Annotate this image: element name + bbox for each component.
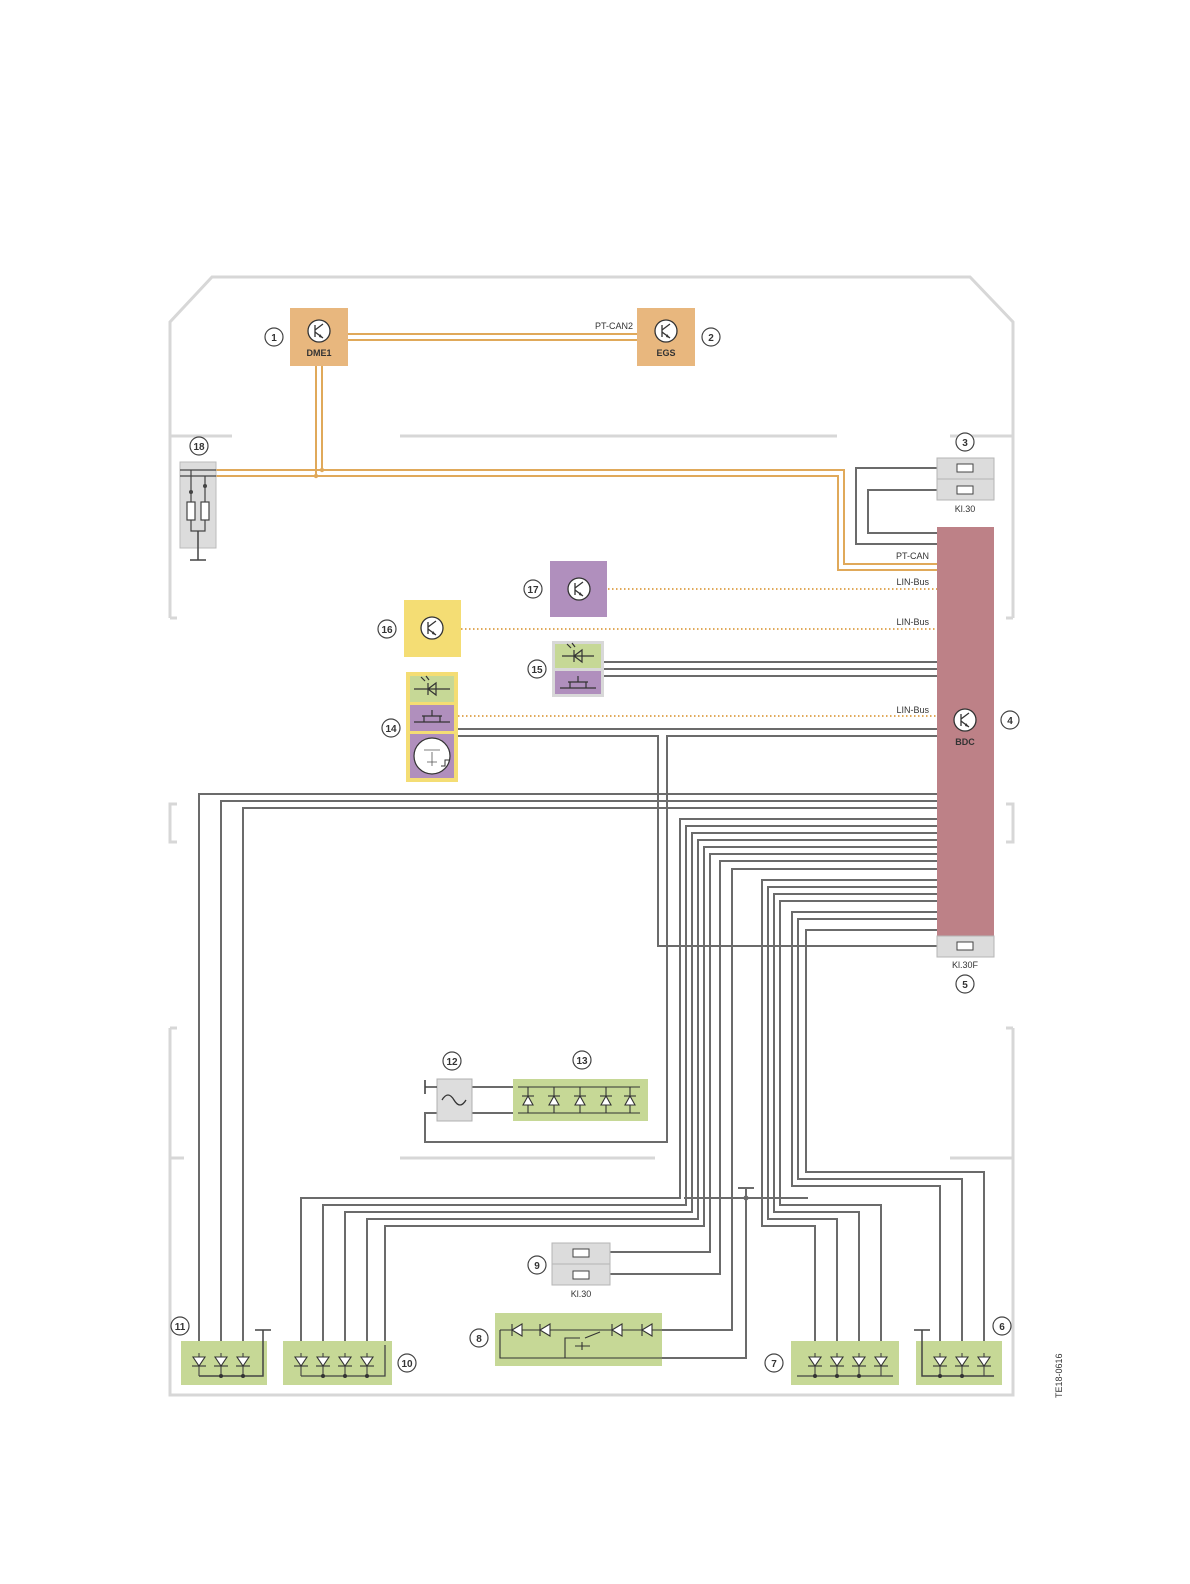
pt-can-bus [210,366,937,570]
svg-text:14: 14 [385,724,397,735]
led-group-6 [914,1330,1002,1385]
svg-text:8: 8 [476,1334,482,1345]
fuse-block-9: Kl.30 [552,1243,610,1299]
svg-text:3: 3 [962,438,968,449]
callout-2: 2 [702,328,720,346]
callout-5: 5 [956,975,974,993]
lin-module-16 [404,600,461,657]
dme-label: DME1 [306,348,331,358]
vehicle-frame [170,277,1013,1395]
svg-text:10: 10 [401,1359,413,1370]
callout-11: 11 [171,1317,189,1335]
fuse-9-label: Kl.30 [571,1289,592,1299]
callout-16: 16 [378,620,396,638]
callout-12: 12 [443,1052,461,1070]
svg-text:1: 1 [271,333,277,344]
svg-text:5: 5 [962,980,968,991]
callout-13: 13 [573,1051,591,1069]
bdc-control-unit: BDC [937,527,994,936]
svg-text:9: 9 [534,1261,540,1272]
lin-bus-label-2: LIN-Bus [896,617,929,627]
svg-text:17: 17 [527,585,539,596]
lin-bus-label-1: LIN-Bus [896,577,929,587]
callout-15: 15 [528,660,546,678]
control-panel-14 [406,672,458,782]
svg-text:13: 13 [576,1056,588,1067]
svg-text:6: 6 [999,1322,1005,1333]
pt-can2-label: PT-CAN2 [595,321,633,331]
led-switch-group-8 [495,1313,662,1366]
callout-9: 9 [528,1256,546,1274]
ground-junction [744,1196,749,1201]
inverter-12 [425,1079,472,1121]
transistor-icon [954,709,976,731]
led-group-7 [791,1341,899,1385]
svg-text:15: 15 [531,665,543,676]
pt-can-label: PT-CAN [896,551,929,561]
egs-label: EGS [656,348,675,358]
led-group-11 [181,1330,271,1385]
svg-text:7: 7 [771,1359,777,1370]
callout-18: 18 [190,437,208,455]
terminating-resistors [180,462,216,560]
callout-14: 14 [382,719,400,737]
transistor-icon [308,320,330,342]
svg-text:12: 12 [446,1057,458,1068]
callout-10: 10 [398,1354,416,1372]
svg-text:18: 18 [193,442,205,453]
transistor-icon [568,578,590,600]
callout-7: 7 [765,1354,783,1372]
lin-module-17 [550,561,607,617]
figure-id: TE18-0616 [1054,1353,1064,1398]
pt-can2-bus [348,334,637,340]
led-strip-13 [513,1079,648,1121]
switch-with-led-15 [552,641,604,697]
transistor-icon [655,320,677,342]
egs-control-unit: EGS [637,308,695,366]
svg-text:2: 2 [708,333,714,344]
led-group-10 [283,1341,392,1385]
svg-text:11: 11 [175,1322,186,1333]
transistor-icon [421,617,443,639]
fuse-kl30f: Kl.30F [937,936,994,970]
bdc-label: BDC [955,737,975,747]
callout-8: 8 [470,1329,488,1347]
svg-text:4: 4 [1007,716,1013,727]
lin-bus-label-3: LIN-Bus [896,705,929,715]
callout-17: 17 [524,580,542,598]
fuse-block-kl30: Kl.30 [937,458,994,514]
callout-1: 1 [265,328,283,346]
svg-text:16: 16 [381,625,393,636]
fuse-3-label: Kl.30 [955,504,976,514]
callout-4: 4 [1001,711,1019,729]
callouts: 1 2 3 4 5 6 7 8 9 10 11 12 13 14 15 16 1… [171,328,1019,1372]
fuse-5-label: Kl.30F [952,960,979,970]
callout-6: 6 [993,1317,1011,1335]
rotary-switch-icon [414,738,450,774]
lin-buses [458,589,937,716]
dme-control-unit: DME1 [290,308,348,366]
callout-3: 3 [956,433,974,451]
